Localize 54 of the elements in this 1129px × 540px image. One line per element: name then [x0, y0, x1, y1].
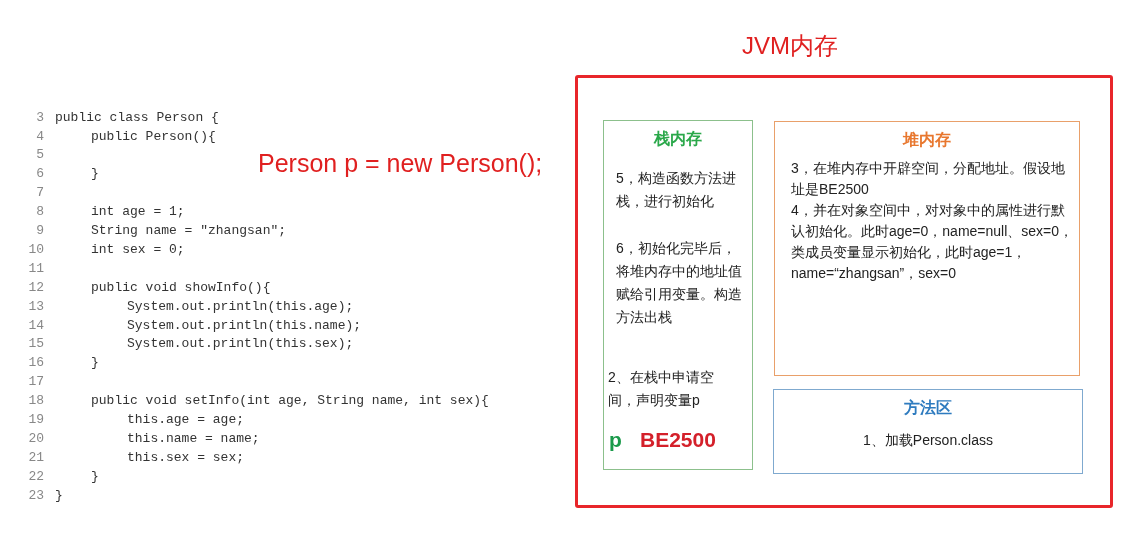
step-text: 2、在栈中申请空间，声明变量p: [608, 368, 715, 410]
variable-name: p: [609, 427, 622, 453]
code-line: }: [55, 486, 63, 505]
line-number: 10: [27, 240, 44, 259]
code-line: }: [90, 354, 99, 373]
code-line: this.sex = sex;: [126, 448, 245, 467]
box-heading: 方法区: [903, 398, 953, 418]
line-number: 20: [27, 429, 44, 448]
code-line: }: [90, 165, 99, 184]
line-number: 19: [27, 410, 44, 429]
box-heading: 栈内存: [652, 129, 703, 149]
code-line: int age = 1;: [90, 203, 185, 222]
step-text: 3，在堆内存中开辟空间，分配地址。假设地址是BE2500: [791, 159, 1066, 199]
line-number: 9: [35, 222, 44, 241]
code-line: public void showInfo(){: [90, 278, 271, 297]
code-line: public Person(){: [90, 127, 216, 146]
line-number: 5: [35, 146, 44, 165]
line-number: 6: [35, 165, 44, 184]
code-line: String name = "zhangsan";: [90, 222, 287, 241]
region-heading: JVM内存: [741, 31, 839, 61]
heap-memory-box: [774, 121, 1080, 376]
line-number: 12: [27, 278, 44, 297]
step-text: 5，构造函数方法进栈，进行初始化: [616, 169, 737, 211]
code-line: int sex = 0;: [90, 240, 185, 259]
line-number: 22: [27, 467, 44, 486]
line-number: 18: [27, 392, 44, 411]
box-heading: 堆内存: [901, 130, 952, 150]
line-number: 4: [35, 127, 44, 146]
line-number: 15: [27, 335, 44, 354]
code-line: System.out.println(this.age);: [126, 297, 354, 316]
code-line: System.out.println(this.name);: [126, 316, 362, 335]
line-number: 11: [27, 259, 44, 278]
code-line: public class Person {: [55, 108, 219, 127]
line-number: 16: [27, 354, 44, 373]
line-number: 7: [35, 184, 44, 203]
step-text: 4，并在对象空间中，对对象中的属性进行默认初始化。此时age=0，name=null、sex=0，类成员变量显示初始化，此时age=1，name=“zhangsan”，sex=0: [791, 201, 1075, 283]
line-number: 17: [27, 373, 44, 392]
stack-memory-box: [603, 120, 753, 470]
line-number: 13: [27, 297, 44, 316]
code-line: }: [90, 467, 99, 486]
line-number: 8: [35, 203, 44, 222]
line-number: 21: [27, 448, 44, 467]
code-line: this.age = age;: [126, 410, 245, 429]
code-line: System.out.println(this.sex);: [126, 335, 354, 354]
code-line: public void setInfo(int age, String name, int sex){: [90, 392, 489, 411]
step-text: 1、加载Person.class: [862, 431, 994, 450]
code-line: this.name = name;: [126, 429, 260, 448]
line-number: 3: [35, 108, 44, 127]
line-number: 23: [27, 486, 44, 505]
step-text: 6，初始化完毕后，将堆内存中的地址值赋给引用变量。构造方法出栈: [616, 239, 743, 327]
line-number: 14: [27, 316, 44, 335]
address-value: BE2500: [640, 427, 716, 453]
method-area-box: [773, 389, 1083, 474]
code-statement: Person p = new Person();: [258, 148, 543, 179]
